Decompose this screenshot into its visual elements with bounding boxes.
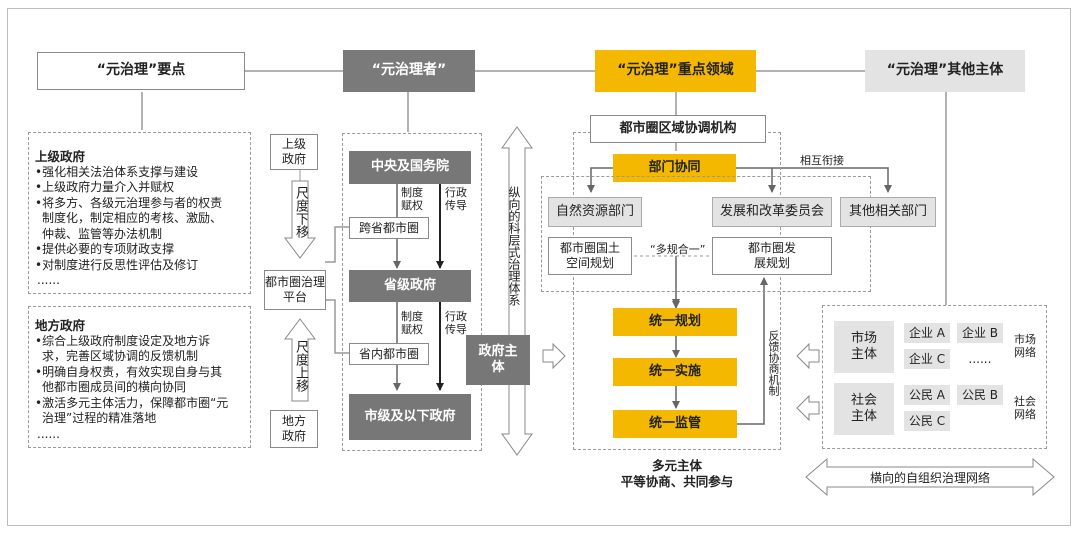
hierarchy-panel [342,133,482,451]
social-network-label: 社会网络 [1014,395,1036,421]
horizontal-network-arrow [805,458,1055,496]
dev-planning-box: 都市圈发展规划 [712,237,832,275]
scale-down-arrow [284,180,316,259]
metro-platform-box: 都市圈治理平台 [264,270,326,310]
scale-up-label: 尺度上移 [293,340,308,392]
dept-coop-box: 部门协同 [613,154,736,182]
institution-empower-label-1: 制度赋权 [401,186,423,212]
local-gov-list: 地方政府 •综合上级政府制度设定及地方诉 求，完善区域协调的反馈机制 •明确自身… [35,318,228,442]
list-item: 制度化，制定相应的考核、激励、 [42,211,223,225]
city-below-gov-box: 市级及以下政府 [349,394,471,440]
list-item: ...... [37,426,60,441]
list-item: •激活多元主体活力，保障都市圈“元 [35,395,229,410]
enterprise-c: 企业 C [904,349,950,369]
institution-empower-label-2: 制度赋权 [401,310,423,336]
list-item: •上级政府力量介入并赋权 [35,180,175,194]
scale-up-arrow [284,318,316,402]
citizen-c: 公民 C [904,411,950,431]
coord-org-box: 都市圈区域协调机构 [590,115,766,143]
central-gov-box: 中央及国务院 [349,151,471,184]
provincial-gov-box: 省级政府 [349,270,471,302]
upper-gov-panel [28,132,251,294]
list-item: •对制度进行反思性评估及修订 [35,257,199,272]
gov-subject-box: 政府主体 [466,335,530,385]
multi-subject-title: 多元主体 [651,458,702,473]
unified-implement-box: 统一实施 [613,358,737,386]
dept-dashed-panel [541,176,871,292]
enterprise-ellipsis: ...... [968,351,992,366]
unified-supervise-box: 统一监管 [613,410,737,438]
list-item: 求，完善区域协调的反馈机制 [42,349,199,363]
local-gov-panel [28,306,251,448]
list-item: •将多方、各级元治理参与者的权责 [35,195,223,210]
market-to-focus-arrow [796,343,820,369]
multi-plan-label: “多规合一” [650,243,706,256]
intra-province-metro: 省内都市圈 [349,343,429,365]
unified-planning-box: 统一规划 [613,308,737,336]
diagram-frame [7,8,1071,526]
header-essentials: “元治理”要点 [37,52,245,90]
upper-gov-list: 上级政府 •强化相关法治体系支撑与建设 •上级政府力量介入并赋权 •将多方、各级… [35,149,222,289]
list-item: •明确自身权责，有效实现自身与其 [35,364,223,379]
horizontal-network-label: 横向的自组织治理网络 [869,471,990,485]
list-item: ...... [37,273,60,287]
local-gov-box: 地方政府 [270,410,318,448]
mutual-link-label: 相互衔接 [800,154,844,167]
list-item: 治理”过程的精准落地 [42,411,157,425]
local-gov-title: 地方政府 [35,318,86,333]
scale-down-label: 尺度下移 [293,186,308,238]
market-network-label: 市场网络 [1014,333,1036,359]
market-subject-box: 市场主体 [834,321,894,373]
enterprise-b: 企业 B [957,323,1003,343]
header-focus: “元治理”重点领域 [595,50,756,92]
feedback-label: 反馈协商机制 [767,330,780,396]
natural-resources-box: 自然资源部门 [548,197,642,227]
social-subject-box: 社会主体 [834,383,894,435]
header-others: “元治理”其他主体 [865,50,1025,92]
ndrc-box: 发展和改革委员会 [712,197,832,227]
admin-transmit-label-2: 行政传导 [445,310,467,336]
land-planning-box: 都市圈国土空间规划 [548,237,632,275]
upper-gov-title: 上级政府 [35,149,86,164]
gov-to-focus-arrow [542,343,566,369]
list-item: •强化相关法治体系支撑与建设 [35,164,199,179]
other-depts-box: 其他相关部门 [840,197,936,227]
enterprise-a: 企业 A [904,323,950,343]
list-item: •综合上级政府制度设定及地方诉 [35,333,211,348]
upper-gov-box: 上级政府 [270,134,318,170]
others-panel [822,305,1047,449]
multi-subject-caption: 多元主体 平等协商、共同参与 [573,458,781,490]
header-governor: “元治理者” [343,50,475,92]
vertical-hierarchy-label: 纵向的科层式治理体系 [507,186,521,306]
citizen-b: 公民 B [957,385,1003,405]
admin-transmit-label-1: 行政传导 [445,186,467,212]
list-item: •提供必要的专项财政支撑 [35,242,175,256]
list-item: 仲裁、监管等办法机制 [42,226,163,241]
cross-province-metro: 跨省都市圈 [349,217,429,239]
social-to-focus-arrow [796,395,820,421]
list-item: 他都市圈成员间的横向协同 [42,380,187,394]
equal-consult-text: 平等协商、共同参与 [620,474,734,489]
citizen-a: 公民 A [904,385,950,405]
